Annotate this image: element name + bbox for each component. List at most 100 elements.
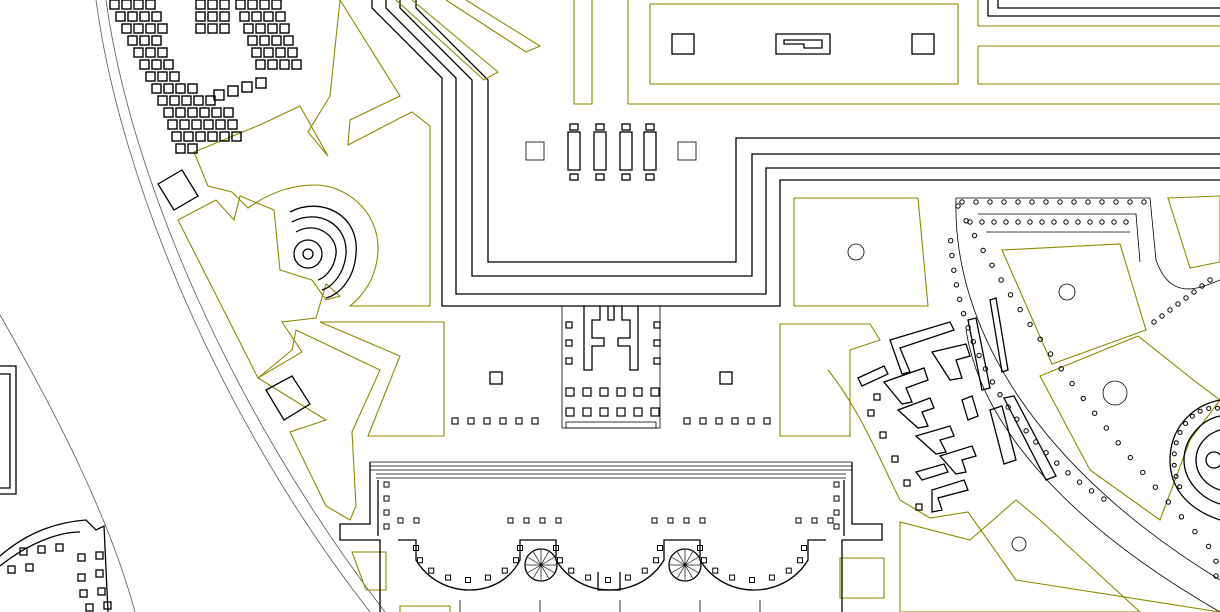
column-dot bbox=[1178, 514, 1185, 520]
colonnade-column bbox=[827, 517, 834, 524]
gate-pier bbox=[582, 407, 592, 417]
column-dot bbox=[1152, 484, 1159, 490]
column-dot bbox=[1043, 199, 1049, 205]
column-dot bbox=[1005, 404, 1011, 410]
bollard bbox=[467, 417, 475, 425]
bollard bbox=[451, 417, 459, 425]
fountain-spoke bbox=[684, 551, 693, 566]
column-dot bbox=[1167, 307, 1173, 313]
colonnade-column bbox=[539, 517, 546, 524]
column-dot bbox=[1087, 219, 1093, 225]
bollard bbox=[515, 417, 523, 425]
column-dot bbox=[1063, 219, 1069, 225]
bollard bbox=[483, 417, 491, 425]
column-dot bbox=[1065, 470, 1071, 476]
column-dot bbox=[1191, 289, 1197, 295]
column-dot bbox=[1003, 219, 1009, 225]
central-plaza-monuments bbox=[525, 33, 935, 181]
grid-block bbox=[77, 553, 86, 562]
column-dot bbox=[955, 203, 961, 209]
grid-block bbox=[151, 59, 162, 70]
colonnade-column bbox=[568, 567, 575, 574]
colonnade-column bbox=[653, 557, 660, 564]
column-dot bbox=[1199, 283, 1205, 289]
pavilion-pier bbox=[903, 479, 911, 487]
colonnade-column bbox=[383, 523, 390, 530]
grid-block bbox=[97, 587, 106, 596]
grid-block bbox=[133, 0, 144, 10]
column-dot bbox=[1171, 451, 1177, 457]
column-dot bbox=[1051, 219, 1057, 225]
column-dot bbox=[998, 277, 1004, 283]
colonnade-column bbox=[484, 574, 491, 581]
column-dot bbox=[1047, 351, 1054, 357]
column-dot bbox=[991, 219, 997, 225]
grid-block bbox=[195, 0, 206, 10]
grid-block bbox=[239, 11, 250, 22]
grid-block bbox=[163, 83, 174, 94]
column-dot bbox=[1140, 469, 1146, 476]
colonnade-column bbox=[797, 557, 804, 564]
column-dot bbox=[989, 262, 995, 268]
fountain-spoke bbox=[527, 564, 542, 573]
column-dot bbox=[976, 352, 982, 359]
gate-pier bbox=[616, 387, 626, 397]
colonnade-column bbox=[833, 509, 840, 516]
column-dot bbox=[1173, 473, 1179, 479]
column-dot bbox=[1058, 366, 1064, 372]
grid-block bbox=[207, 23, 218, 34]
column-dot bbox=[1101, 496, 1107, 502]
grid-block bbox=[215, 119, 226, 130]
fountain-spoke bbox=[540, 551, 549, 566]
grid-block bbox=[187, 83, 198, 94]
column-dot bbox=[1085, 199, 1091, 205]
bollard bbox=[683, 417, 691, 425]
grid-block bbox=[275, 11, 286, 22]
pavilion-pier bbox=[867, 409, 875, 417]
bollard bbox=[499, 417, 507, 425]
gate-pier bbox=[599, 407, 609, 417]
column-dot bbox=[1043, 450, 1049, 456]
grid-block bbox=[271, 35, 282, 46]
column-dot bbox=[1007, 292, 1014, 298]
column-dot bbox=[1213, 573, 1219, 579]
gate-pier bbox=[565, 407, 575, 417]
colonnade-column bbox=[624, 574, 631, 581]
bottom-colonnade-building bbox=[339, 461, 883, 612]
grid-block bbox=[95, 569, 104, 578]
grid-block bbox=[207, 0, 218, 10]
top-left-block-grid bbox=[109, 0, 302, 154]
round-pavilion bbox=[157, 169, 357, 421]
colonnade-column bbox=[413, 545, 419, 551]
grid-block bbox=[223, 107, 234, 118]
grid-block bbox=[263, 47, 274, 58]
grid-block bbox=[175, 143, 186, 154]
grid-block bbox=[77, 573, 86, 582]
grid-block bbox=[283, 35, 294, 46]
grid-block bbox=[121, 0, 132, 10]
colonnade-column bbox=[397, 517, 404, 524]
column-dot bbox=[953, 282, 960, 288]
column-dot bbox=[1039, 219, 1045, 225]
bollard bbox=[699, 417, 707, 425]
column-dot bbox=[1099, 199, 1105, 205]
grid-block bbox=[227, 119, 238, 130]
column-dot bbox=[1173, 440, 1179, 446]
grid-block bbox=[279, 23, 290, 34]
column-dot bbox=[1177, 429, 1183, 435]
gate-piers bbox=[565, 321, 661, 417]
grid-block bbox=[219, 11, 230, 22]
obelisk-row bbox=[567, 123, 657, 181]
grid-block bbox=[139, 35, 150, 46]
grid-block bbox=[279, 59, 290, 70]
colonnade-dots bbox=[383, 481, 840, 583]
column-dot bbox=[1111, 219, 1117, 225]
column-dot bbox=[1071, 199, 1077, 205]
grid-block bbox=[145, 23, 156, 34]
gate-pier bbox=[650, 407, 660, 417]
column-dot bbox=[1029, 199, 1035, 205]
bollard bbox=[763, 417, 771, 425]
grid-block bbox=[247, 0, 258, 10]
